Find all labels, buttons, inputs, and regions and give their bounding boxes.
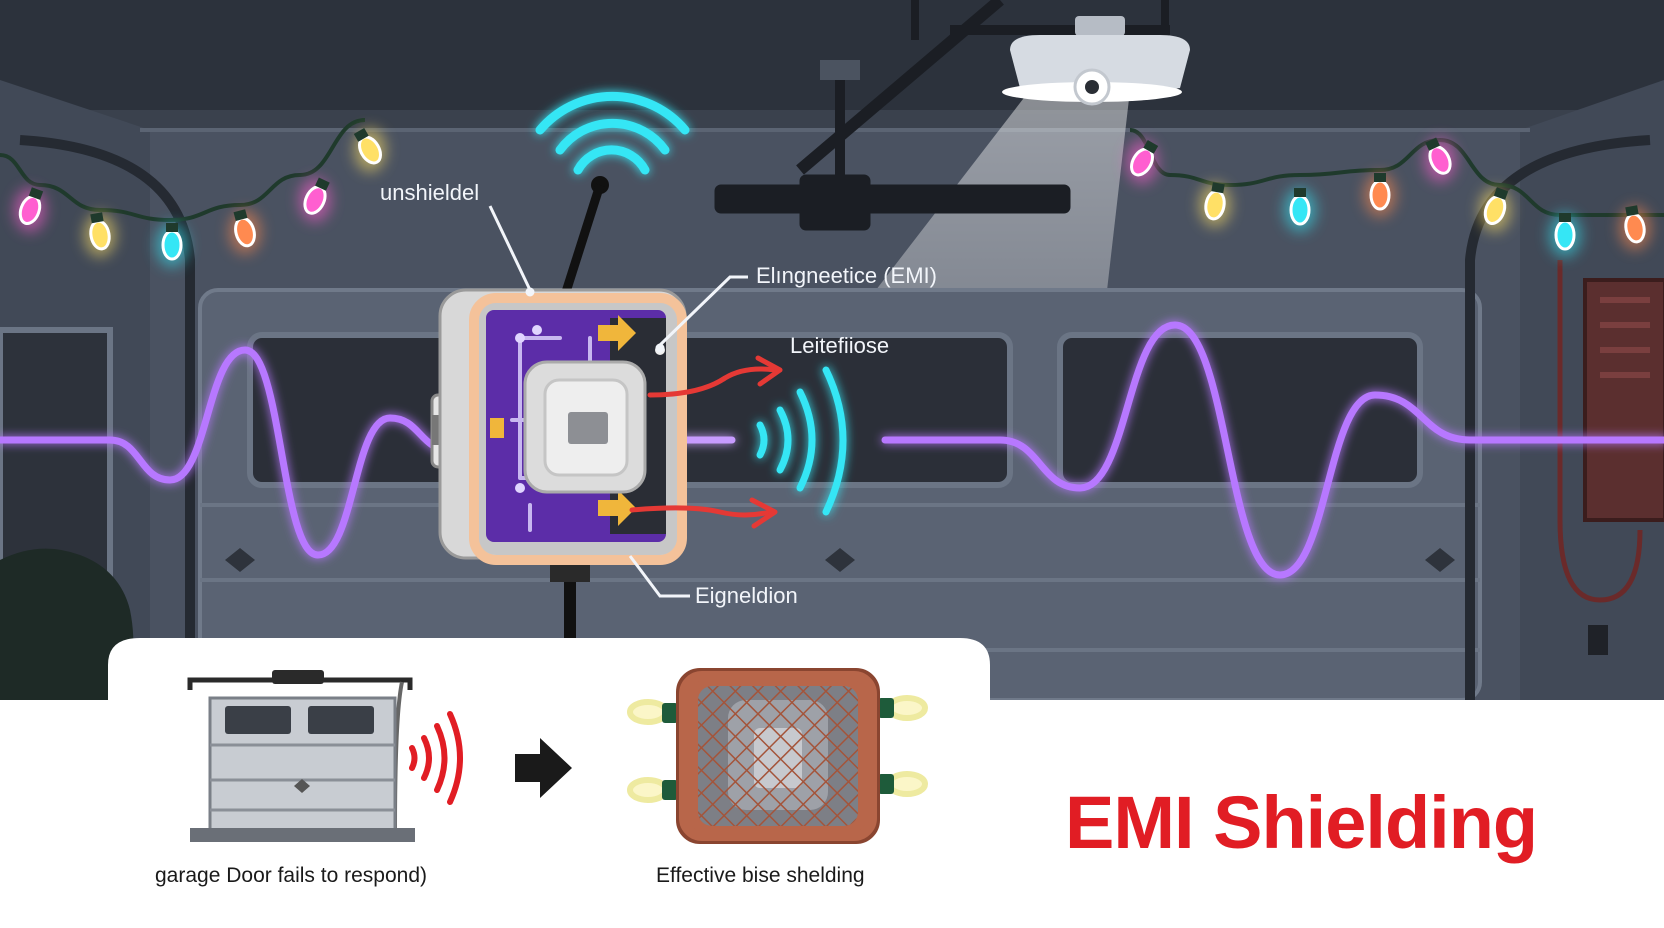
caption-right: Effective bise shelding xyxy=(656,864,865,887)
ceiling-light-icon xyxy=(1002,16,1190,106)
garage-opener-rail xyxy=(714,0,1170,231)
side-window xyxy=(0,327,134,700)
arrow-right-icon xyxy=(515,738,572,798)
bulb-socket xyxy=(166,223,178,232)
bulb-socket xyxy=(28,187,44,200)
label-unshielded: unshieldel xyxy=(380,180,479,205)
electrical-panel xyxy=(1557,260,1664,655)
light-bulb xyxy=(161,229,183,261)
bulb-socket xyxy=(315,177,330,191)
bulb-socket xyxy=(1143,139,1159,154)
label-emi: Elıngneetice (EMI) xyxy=(756,263,937,288)
garage-door-icon xyxy=(187,670,415,842)
antenna xyxy=(560,183,605,297)
leader-lines xyxy=(488,205,748,598)
light-bulb xyxy=(1289,194,1311,226)
caption-left: garage Door fails to respond) xyxy=(155,864,427,887)
label-interference: Leitefiiose xyxy=(790,333,889,358)
wifi-icon xyxy=(535,91,690,175)
bulb-socket xyxy=(1374,173,1386,182)
bulb-socket xyxy=(1625,205,1639,217)
bulb-socket xyxy=(1493,187,1509,200)
leak-arrows xyxy=(629,355,783,529)
string-lights-icon xyxy=(0,118,386,267)
bulb-socket xyxy=(1211,182,1225,194)
bulb-socket xyxy=(233,209,248,221)
bulb-socket xyxy=(1425,137,1440,151)
signal-waves-icon xyxy=(409,711,463,805)
label-shielded: Eigneldion xyxy=(695,583,798,608)
string-lights-icon xyxy=(1126,128,1664,257)
light-bulb xyxy=(1369,179,1391,211)
light-wire xyxy=(0,118,366,223)
light-bulb xyxy=(1554,219,1576,251)
bulb-socket xyxy=(1559,213,1571,222)
bulb-socket xyxy=(90,212,104,224)
signal-waves-icon xyxy=(756,366,847,516)
bulb-socket xyxy=(353,127,369,142)
unshielded-enclosure xyxy=(430,288,687,640)
light-wire xyxy=(1129,128,1664,217)
bulb-socket xyxy=(1294,188,1306,197)
page-title: EMI Shielding xyxy=(1065,781,1537,864)
shielded-box-icon xyxy=(627,668,928,844)
